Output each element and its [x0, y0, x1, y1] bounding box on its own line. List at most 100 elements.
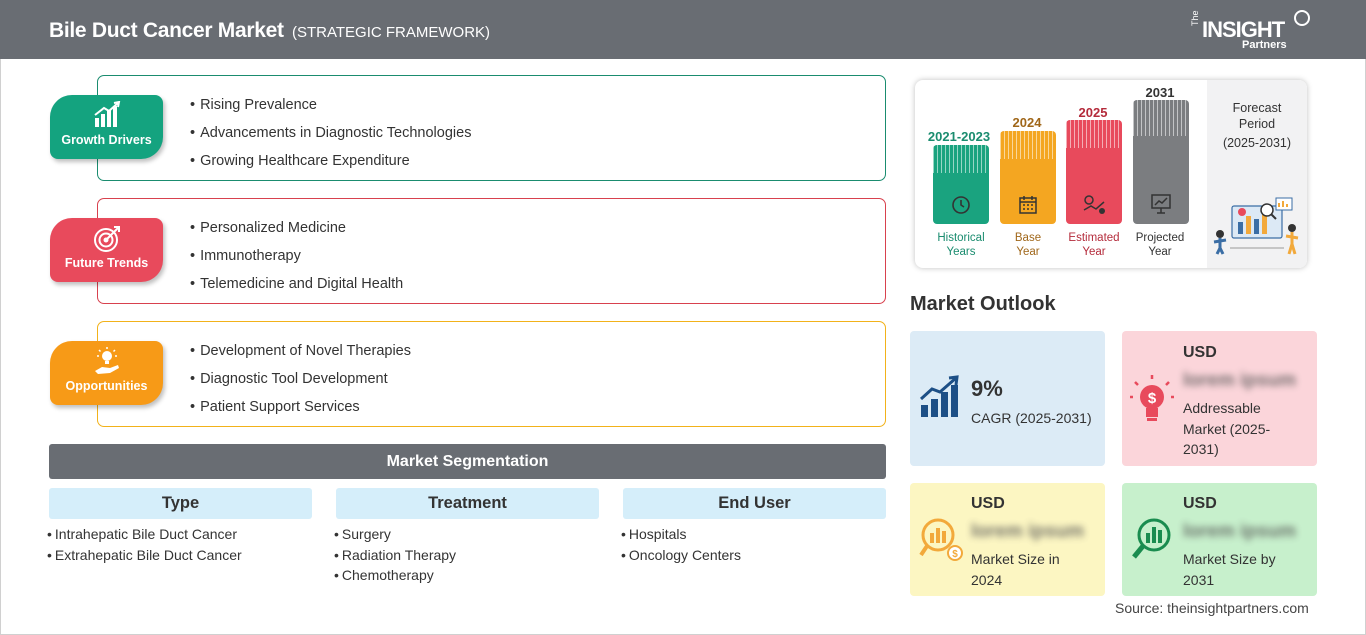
timeline-label-line2: Year	[1148, 246, 1172, 258]
forecast-line2: Period	[1238, 117, 1276, 131]
source-credit[interactable]: Source: theinsightpartners.com	[1115, 600, 1309, 616]
cagr-value: 9%	[971, 376, 1003, 401]
list-item: Surgery	[334, 526, 456, 547]
money-magnifier-icon: $	[919, 518, 963, 561]
size-2031-line2: 2031	[1183, 571, 1215, 588]
size-2024-value: lorem ipsum	[971, 521, 1084, 542]
timeline-year-estimated: 2025	[1078, 105, 1108, 120]
logo-the: The	[1190, 10, 1200, 26]
growth-bars-icon	[919, 375, 959, 417]
list-item: Diagnostic Tool Development	[190, 370, 411, 398]
list-item: Growing Healthcare Expenditure	[190, 152, 471, 180]
logo-ring-icon	[1294, 10, 1310, 26]
timeline-label-line1: Base	[1014, 232, 1042, 244]
timeline-label-estimated: Estimated Year	[1054, 231, 1134, 259]
addressable-line3: 2031)	[1183, 441, 1219, 457]
chart-magnifier-icon	[1132, 518, 1171, 559]
opportunities-list: Development of Novel Therapies Diagnosti…	[190, 342, 411, 426]
timeline-label-line1: Projected	[1135, 232, 1185, 244]
cagr-card: 9% CAGR (2025-2031)	[910, 331, 1105, 466]
dollar-bulb-icon: $	[1130, 375, 1174, 421]
market-size-2031-card: USD lorem ipsum Market Size by 2031	[1122, 483, 1317, 596]
market-outlook-title: Market Outlook	[910, 293, 1056, 315]
segment-list-end-user: Hospitals Oncology Centers	[621, 526, 741, 567]
size-2024-unit: USD	[971, 495, 1005, 512]
calendar-icon	[1019, 196, 1037, 214]
timeline-bar-estimated	[1066, 120, 1122, 224]
future-trends-list: Personalized Medicine Immunotherapy Tele…	[190, 219, 403, 303]
segment-list-treatment: Surgery Radiation Therapy Chemotherapy	[334, 526, 456, 588]
growth-chart-icon	[94, 101, 121, 127]
timeline-label-projected: Projected Year	[1120, 231, 1200, 259]
addressable-market-card: $ USD lorem ipsum Addressable Market (20…	[1122, 331, 1317, 466]
size-2024-line2: 2024	[971, 571, 1003, 588]
size-2031-line1: Market Size by	[1183, 551, 1276, 567]
presentation-icon	[1151, 194, 1171, 214]
list-item: Advancements in Diagnostic Technologies	[190, 124, 471, 152]
list-item: Immunotherapy	[190, 247, 403, 275]
target-icon	[94, 226, 120, 252]
list-item: Chemotherapy	[334, 567, 456, 588]
future-trends-badge: Future Trends	[50, 218, 163, 282]
timeline-year-projected: 2031	[1145, 85, 1175, 100]
bar-stripes	[933, 145, 989, 173]
timeline-year-base: 2024	[1012, 115, 1042, 130]
list-item: Rising Prevalence	[190, 96, 471, 124]
svg-text:$: $	[952, 549, 958, 560]
timeline-label-historical: Historical Years	[921, 231, 1001, 259]
lightbulb-hand-icon	[95, 347, 119, 374]
timeline-label-base: Base Year	[988, 231, 1068, 259]
segment-head-end-user: End User	[623, 488, 886, 519]
forecast-line1: Forecast	[1232, 101, 1282, 115]
page-subtitle: (STRATEGIC FRAMEWORK)	[292, 24, 491, 41]
bar-stripes	[1066, 120, 1122, 148]
svg-text:$: $	[1148, 390, 1157, 407]
segment-head-type: Type	[49, 488, 312, 519]
list-item: Intrahepatic Bile Duct Cancer	[47, 526, 242, 547]
addressable-value: lorem ipsum	[1183, 370, 1296, 391]
history-clock-icon	[952, 196, 970, 214]
timeline-label-line2: Years	[946, 246, 976, 258]
forecast-period-label: Forecast Period (2025-2031)	[1215, 100, 1299, 151]
header-bar: Bile Duct Cancer Market (STRATEGIC FRAME…	[0, 0, 1366, 59]
list-item: Extrahepatic Bile Duct Cancer	[47, 547, 242, 568]
size-2031-label: Market Size by 2031	[1183, 549, 1308, 590]
segment-list-type: Intrahepatic Bile Duct Cancer Extrahepat…	[47, 526, 242, 567]
growth-drivers-label: Growth Drivers	[61, 133, 152, 147]
cagr-label: CAGR (2025-2031)	[971, 410, 1092, 426]
timeline-label-line1: Historical	[937, 232, 985, 244]
size-2024-label: Market Size in 2024	[971, 549, 1096, 590]
company-logo[interactable]: The INSIGHT Partners	[1190, 8, 1320, 54]
timeline-bar-base	[1000, 131, 1056, 224]
bar-stripes	[1000, 131, 1056, 159]
addressable-label: Addressable Market (2025- 2031)	[1183, 398, 1308, 460]
settings-chart-icon	[1083, 195, 1105, 214]
timeline-bar-historical	[933, 145, 989, 224]
growth-drivers-badge: Growth Drivers	[50, 95, 163, 159]
segmentation-title: Market Segmentation	[49, 444, 886, 479]
addressable-unit: USD	[1183, 344, 1217, 361]
logo-insight: INSIGHT	[1202, 17, 1285, 42]
size-2031-unit: USD	[1183, 495, 1217, 512]
addressable-line2: Market (2025-	[1183, 420, 1271, 437]
list-item: Oncology Centers	[621, 547, 741, 568]
size-2024-line1: Market Size in	[971, 551, 1060, 567]
list-item: Telemedicine and Digital Health	[190, 275, 403, 303]
timeline-label-line2: Year	[1082, 246, 1106, 258]
opportunities-label: Opportunities	[65, 379, 148, 393]
timeline-label-line2: Year	[1016, 246, 1040, 258]
forecast-analysts-illustration-icon	[1213, 197, 1299, 255]
timeline-bar-projected	[1133, 100, 1189, 224]
addressable-line1: Addressable	[1183, 400, 1261, 416]
bar-stripes	[1133, 100, 1189, 136]
future-trends-label: Future Trends	[64, 256, 149, 270]
market-size-2024-card: $ USD lorem ipsum Market Size in 2024	[910, 483, 1105, 596]
list-item: Radiation Therapy	[334, 547, 456, 568]
forecast-line3: (2025-2031)	[1222, 136, 1292, 150]
list-item: Personalized Medicine	[190, 219, 403, 247]
size-2031-value: lorem ipsum	[1183, 521, 1296, 542]
list-item: Hospitals	[621, 526, 741, 547]
page-title: Bile Duct Cancer Market	[49, 19, 284, 42]
timeline-label-line1: Estimated	[1068, 232, 1120, 244]
segment-head-treatment: Treatment	[336, 488, 599, 519]
